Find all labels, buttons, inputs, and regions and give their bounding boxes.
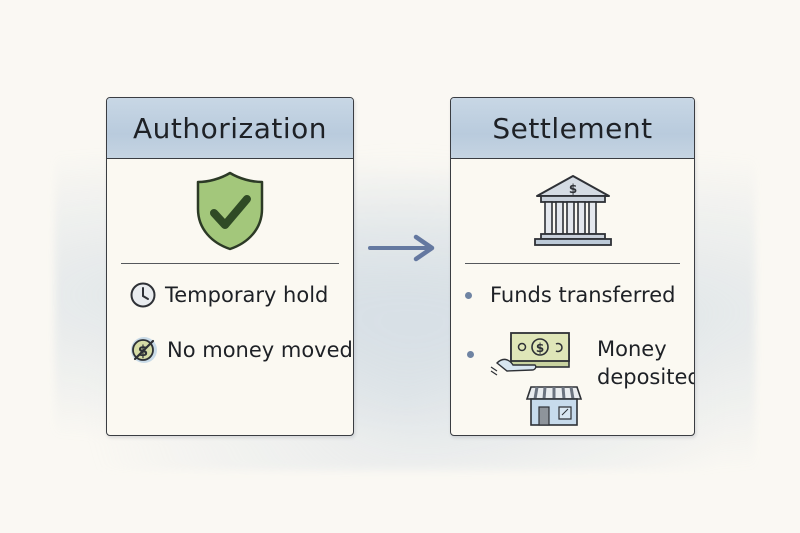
authorization-title: Authorization [132, 111, 328, 145]
shield-check-icon [196, 171, 264, 251]
settlement-icon-area: $ [451, 159, 694, 263]
authorization-icon-area [107, 159, 353, 263]
money-deposit-store-icon: $ [490, 332, 583, 426]
svg-text:$: $ [568, 182, 576, 196]
clock-icon [130, 282, 156, 308]
svg-text:$: $ [536, 341, 544, 355]
list-item-money-deposited: $ Money deposited [465, 332, 695, 426]
money-deposited-line2: deposited [597, 365, 695, 389]
settlement-card: Settlement $ Funds transferred [450, 97, 695, 436]
authorization-divider [121, 263, 339, 264]
list-item-no-money-moved: $ No money moved [129, 335, 353, 365]
arrow-right-icon [368, 234, 435, 262]
list-item-funds-transferred: Funds transferred [465, 280, 694, 310]
settlement-items: Funds transferred $ [451, 264, 695, 426]
authorization-items: Temporary hold $ No money moved [107, 264, 353, 365]
authorization-card: Authorization Temporary hold $ No money … [106, 97, 354, 436]
settlement-divider [465, 263, 680, 264]
temporary-hold-label: Temporary hold [165, 283, 329, 307]
bank-icon: $ [533, 175, 612, 246]
money-deposited-label: Money deposited [597, 335, 695, 391]
bullet-icon [467, 351, 474, 358]
funds-transferred-label: Funds transferred [490, 283, 676, 307]
no-money-icon: $ [131, 337, 157, 363]
no-money-moved-label: No money moved [167, 338, 353, 362]
settlement-title: Settlement [492, 111, 653, 145]
list-item-temporary-hold: Temporary hold [129, 280, 353, 310]
settlement-header: Settlement [451, 98, 694, 159]
money-deposited-line1: Money [597, 337, 667, 361]
authorization-header: Authorization [107, 98, 353, 159]
bullet-icon [465, 291, 472, 299]
